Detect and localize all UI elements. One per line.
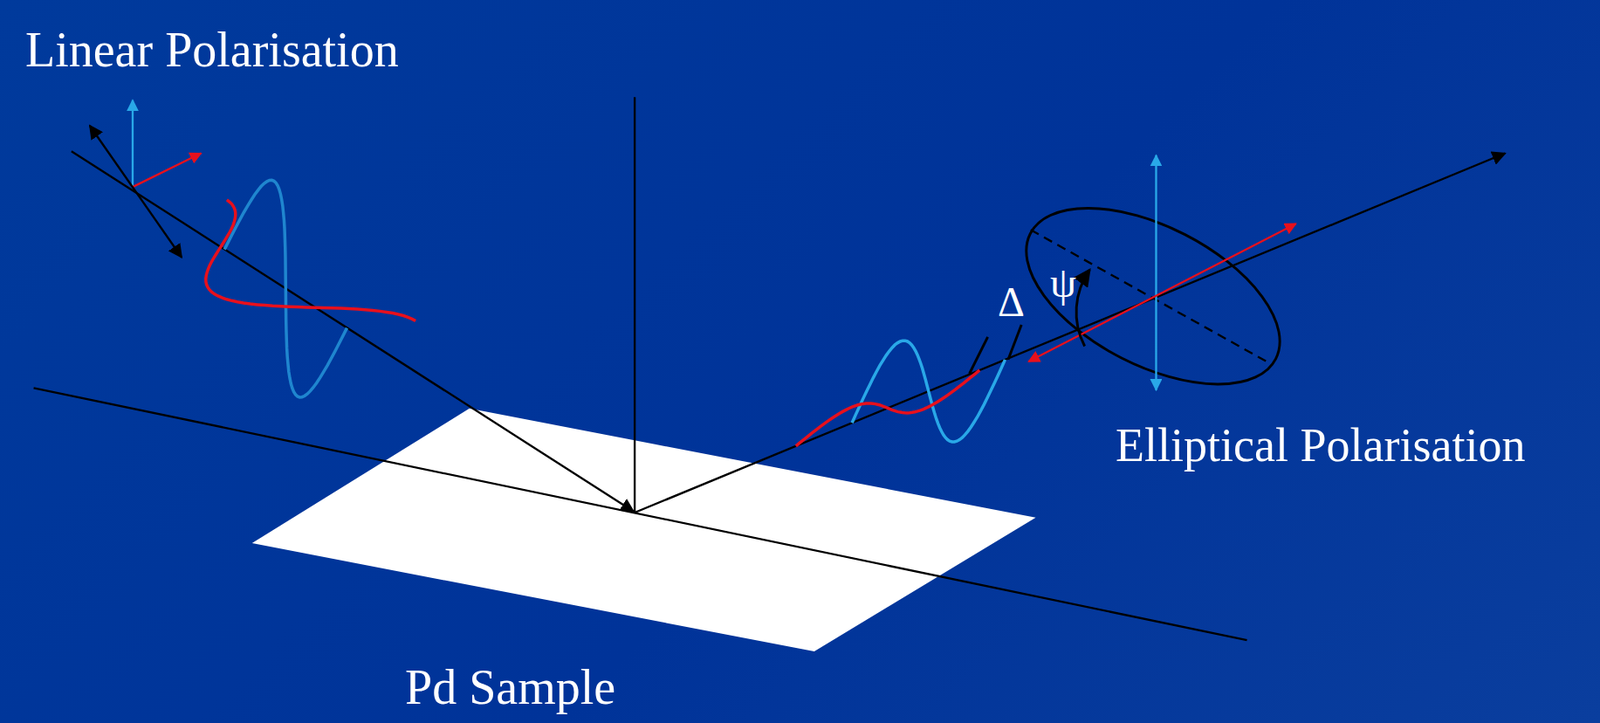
s-vector bbox=[131, 100, 134, 187]
psi-label: ψ bbox=[1050, 260, 1077, 307]
reflected-wave-p bbox=[796, 370, 980, 447]
incident-beam bbox=[71, 151, 634, 512]
plane-line bbox=[34, 387, 1248, 640]
polarisation-ellipse bbox=[998, 171, 1307, 421]
surface-normal bbox=[633, 96, 636, 513]
linear-polarisation-label: Linear Polarisation bbox=[25, 23, 399, 78]
incident-wave-p bbox=[206, 199, 416, 322]
reflected-wave-s bbox=[851, 340, 1005, 442]
incident-wave-s bbox=[224, 179, 347, 398]
p-vector bbox=[132, 153, 201, 188]
delta-label: Δ bbox=[997, 279, 1025, 326]
s-axis bbox=[1154, 155, 1157, 391]
pd-sample bbox=[252, 408, 1037, 652]
delta-mark bbox=[969, 336, 989, 374]
delta-mark bbox=[1008, 324, 1022, 360]
p-axis bbox=[1028, 223, 1296, 362]
psi-arc bbox=[1076, 269, 1090, 347]
elliptical-polarisation-label: Elliptical Polarisation bbox=[1115, 419, 1525, 472]
sample-label: Pd Sample bbox=[405, 660, 616, 715]
field-vector bbox=[89, 125, 182, 258]
